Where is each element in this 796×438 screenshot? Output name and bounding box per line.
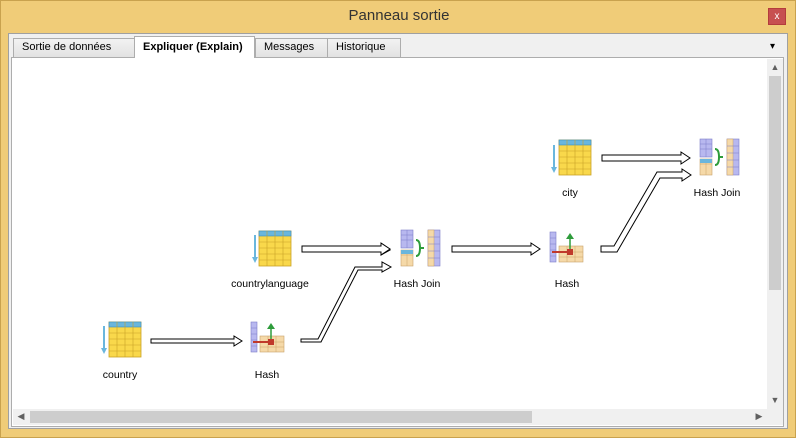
explain-diagram [100, 138, 740, 358]
hash-join-icon[interactable] [699, 138, 740, 176]
scroll-down-icon[interactable]: ▼ [770, 395, 780, 405]
node-label: Hash [554, 278, 580, 290]
table-scan-icon[interactable] [100, 321, 142, 358]
node-label: country [102, 369, 138, 381]
vertical-scroll-thumb[interactable] [769, 76, 781, 290]
scroll-right-icon[interactable]: ▶ [755, 411, 763, 421]
tab-explain[interactable]: Expliquer (Explain) [134, 36, 255, 58]
hash-icon[interactable] [250, 321, 285, 353]
node-label: countrylanguage [231, 278, 309, 290]
node-label: city [562, 187, 578, 199]
hash-join-icon[interactable] [400, 229, 441, 267]
node-label: Hash [254, 369, 280, 381]
node-label: Hash Join [693, 187, 741, 199]
tab-list-dropdown-icon[interactable]: ▾ [770, 41, 776, 52]
window-title: Panneau sortie [348, 7, 450, 24]
title-bar[interactable]: Panneau sortie x [1, 1, 796, 33]
scroll-left-icon[interactable]: ◀ [17, 411, 25, 421]
tab-data-output[interactable]: Sortie de données [13, 38, 135, 57]
explain-canvas [11, 57, 784, 427]
scrollbar-corner [767, 409, 783, 425]
hash-icon[interactable] [549, 231, 584, 263]
close-button[interactable]: x [768, 8, 786, 25]
tab-history[interactable]: Historique [327, 38, 401, 57]
table-scan-icon[interactable] [550, 139, 592, 176]
horizontal-scroll-thumb[interactable] [30, 411, 532, 423]
scroll-up-icon[interactable]: ▲ [770, 62, 780, 72]
tab-messages[interactable]: Messages [255, 38, 328, 57]
table-scan-icon[interactable] [251, 230, 292, 267]
connector-arrows [150, 151, 692, 347]
node-label: Hash Join [393, 278, 441, 290]
